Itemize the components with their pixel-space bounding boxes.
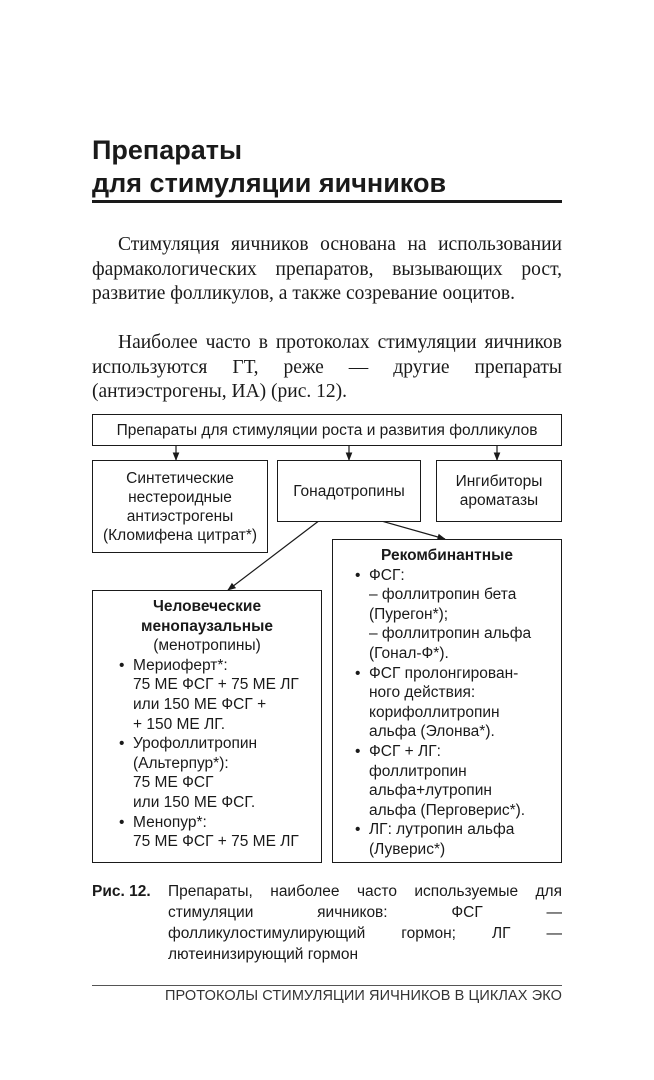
list-item-line: Менопур*: <box>133 813 207 831</box>
page-title: Препараты для стимуляции яичников <box>92 134 612 200</box>
list-item-line: или 150 МЕ ФСГ + <box>133 695 267 713</box>
gonadotropins-label: Гонадотропины <box>293 482 405 500</box>
list-item: • Урофоллитропин (Альтерпур*): 75 МЕ ФСГ… <box>119 734 313 812</box>
human-menopausal-box: Человеческие менопаузальные (менотропины… <box>92 590 322 863</box>
list-item-line: + 150 МЕ ЛГ. <box>133 715 226 733</box>
paragraph-1: Стимуляция яичников основана на использо… <box>92 234 562 304</box>
aromatase-box: Ингибиторы ароматазы <box>436 460 562 522</box>
figure-caption-text: Препараты, наиболее часто используемые д… <box>168 883 562 963</box>
footer-divider <box>92 985 562 986</box>
arrow-to-recombinant <box>377 519 446 541</box>
list-item-line: альфа (Перговерис*). <box>369 801 526 819</box>
bullet-icon: • <box>355 742 361 760</box>
figure-caption: Рис. 12. Препараты, наиболее часто испол… <box>92 881 562 965</box>
recombinant-list: • ФСГ: – фоллитропин бета (Пурегон*); – … <box>355 566 553 860</box>
list-item-line: Мериоферт*: <box>133 656 228 674</box>
recombinant-box: Рекомбинантные • ФСГ: – фоллитропин бета… <box>332 539 562 863</box>
aromatase-label: Ингибиторы ароматазы <box>455 473 543 509</box>
diagram-top-label: Препараты для стимуляции роста и развити… <box>116 421 538 439</box>
gonadotropins-box: Гонадотропины <box>277 460 421 522</box>
bullet-icon: • <box>355 566 361 584</box>
list-item-line: (Альтерпур*): <box>133 754 229 772</box>
list-item-line: ФСГ + ЛГ: <box>369 742 441 760</box>
list-item-line: ФСГ пролонгирован- <box>369 664 519 682</box>
list-item-line: альфа (Элонва*). <box>369 723 495 741</box>
list-item-line: (Пурегон*); <box>369 605 449 623</box>
list-item-line: ФСГ: <box>369 566 405 584</box>
list-item-line: или 150 МЕ ФСГ. <box>133 793 256 811</box>
list-item-line: ЛГ: лутропин альфа <box>369 821 515 839</box>
list-item: • Менопур*: 75 МЕ ФСГ + 75 МЕ ЛГ <box>119 813 313 852</box>
list-item: • Мериоферт*: 75 МЕ ФСГ + 75 МЕ ЛГ или 1… <box>119 656 313 734</box>
bullet-icon: • <box>119 656 125 674</box>
recombinant-heading: Рекомбинантные <box>381 547 513 564</box>
human-menopausal-subheading: (менотропины) <box>153 637 261 655</box>
list-item-line: (Гонал-Ф*). <box>369 644 449 662</box>
list-item: • ФСГ + ЛГ: фоллитропин альфа+лутропин а… <box>355 742 553 820</box>
running-footer: ПРОТОКОЛЫ СТИМУЛЯЦИИ ЯИЧНИКОВ В ЦИКЛАХ Э… <box>164 988 562 1004</box>
list-item-line: – фоллитропин бета <box>369 586 517 604</box>
list-item-line: корифоллитропин <box>369 703 500 721</box>
bullet-icon: • <box>119 735 125 753</box>
list-item-line: – фоллитропин альфа <box>369 625 532 643</box>
list-item-line: (Луверис*) <box>369 840 446 858</box>
paragraph-2: Наиболее часто в протоколах стимуляции я… <box>92 332 562 402</box>
list-item: • ЛГ: лутропин альфа (Луверис*) <box>355 820 553 859</box>
list-item-line: альфа+лутропин <box>369 782 492 800</box>
title-underline <box>92 200 562 203</box>
page-title-line-1: Препараты <box>92 135 243 165</box>
antiestrogens-label: Синтетические нестероидные антиэстрогены… <box>102 469 258 544</box>
list-item-line: 75 МЕ ФСГ <box>133 774 214 792</box>
list-item-line: Урофоллитропин <box>133 735 258 753</box>
list-item-line: 75 МЕ ФСГ + 75 МЕ ЛГ <box>133 833 299 851</box>
human-menopausal-list: • Мериоферт*: 75 МЕ ФСГ + 75 МЕ ЛГ или 1… <box>119 656 313 852</box>
figure-caption-label: Рис. 12. <box>92 883 151 900</box>
list-item-line: ного действия: <box>369 684 476 702</box>
arrow-to-human <box>227 519 321 591</box>
page-title-line-2: для стимуляции яичников <box>92 168 447 198</box>
list-item-line: 75 МЕ ФСГ + 75 МЕ ЛГ <box>133 676 299 694</box>
list-item: • ФСГ: – фоллитропин бета (Пурегон*); – … <box>355 566 553 664</box>
antiestrogens-box: Синтетические нестероидные антиэстрогены… <box>92 460 268 553</box>
bullet-icon: • <box>355 821 361 839</box>
human-menopausal-heading: Человеческие менопаузальные <box>140 598 274 635</box>
diagram-top-box: Препараты для стимуляции роста и развити… <box>92 414 562 446</box>
list-item-line: фоллитропин <box>369 762 467 780</box>
bullet-icon: • <box>119 813 125 831</box>
list-item: • ФСГ пролонгирован- ного действия: кори… <box>355 664 553 742</box>
bullet-icon: • <box>355 664 361 682</box>
